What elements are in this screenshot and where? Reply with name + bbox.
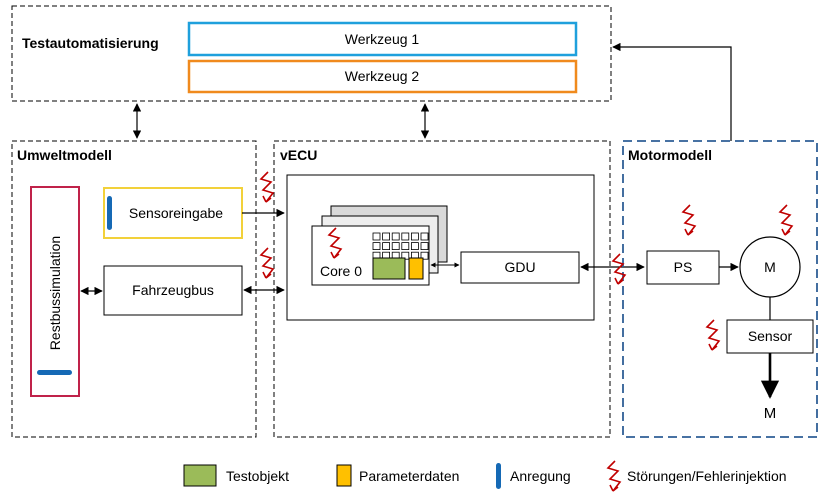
gdu-label: GDU — [504, 259, 535, 275]
core-pin — [420, 242, 429, 251]
legend-test-object-label: Testobjekt — [226, 468, 289, 484]
fault-icon-motor — [779, 204, 793, 236]
core-pin — [391, 232, 400, 241]
motor-group: Motormodell PS M Sensor M — [622, 140, 818, 438]
vecu-frame — [273, 140, 611, 438]
vecu-title: vECU — [280, 147, 317, 163]
parameter-block — [408, 257, 424, 280]
arrow-motor-automation — [612, 42, 732, 141]
core-pin — [410, 232, 419, 241]
sensor-input-excitation-bar — [107, 196, 112, 230]
tool2-label: Werkzeug 2 — [345, 68, 420, 84]
torque-output-label: M — [764, 405, 777, 422]
motor-circle-label: M — [764, 259, 776, 275]
legend-excitation-label: Anregung — [510, 468, 571, 484]
vecu-group: vECU Core 0 GDU — [273, 140, 611, 438]
vehicle-bus-label: Fahrzeugbus — [132, 282, 214, 298]
legend: Testobjekt Parameterdaten Anregung Störu… — [183, 460, 787, 492]
legend-fault-icon — [607, 460, 621, 492]
motor-frame — [622, 140, 818, 438]
core-pin — [382, 232, 391, 241]
tool2-box[interactable] — [187, 59, 578, 94]
fault-icon-ps — [682, 204, 696, 236]
ps-box[interactable] — [646, 250, 720, 285]
sensor-label: Sensor — [748, 328, 793, 344]
restbus-excitation-bar — [37, 370, 72, 375]
sensor-input-label: Sensoreingabe — [129, 205, 223, 221]
core0-label: Core 0 — [320, 263, 362, 279]
fault-icon-sensor-path — [260, 171, 274, 203]
sensor-box[interactable] — [726, 319, 814, 354]
core-pin — [401, 232, 410, 241]
testautomation-frame — [11, 5, 612, 102]
test-object-block — [372, 257, 406, 280]
legend-test-object-swatch — [183, 464, 217, 487]
fault-icon-bus-path — [260, 247, 274, 279]
legend-fault-label: Störungen/Fehlerinjektion — [627, 468, 787, 484]
tool1-label: Werkzeug 1 — [345, 31, 420, 47]
legend-parameter-label: Parameterdaten — [359, 468, 459, 484]
restbus-label: Restbussimulation — [47, 236, 63, 350]
core-pin — [420, 251, 429, 260]
restbus-box[interactable] — [30, 186, 80, 397]
core-pin — [382, 242, 391, 251]
gdu-box[interactable] — [460, 251, 580, 284]
core-pin — [372, 242, 381, 251]
core-pin — [391, 242, 400, 251]
tool1-box[interactable] — [187, 21, 578, 57]
core-pin — [372, 232, 381, 241]
environment-group: Umweltmodell Restbussimulation Sensorein… — [11, 140, 257, 438]
core-pin — [420, 232, 429, 241]
ps-label: PS — [674, 259, 693, 275]
vehicle-bus-box[interactable] — [103, 265, 243, 316]
legend-parameter-swatch — [336, 464, 352, 487]
sensor-input-box[interactable] — [103, 187, 243, 239]
fault-icon-sensor — [706, 319, 720, 351]
core-pin — [401, 242, 410, 251]
core-pin — [410, 242, 419, 251]
motor-title: Motormodell — [628, 147, 712, 163]
core-pin-grid — [372, 232, 429, 260]
testautomation-group: Testautomatisierung Werkzeug 1 Werkzeug … — [11, 5, 612, 102]
environment-title: Umweltmodell — [17, 147, 112, 163]
legend-excitation-bar — [496, 463, 501, 489]
testautomation-title: Testautomatisierung — [22, 35, 159, 51]
